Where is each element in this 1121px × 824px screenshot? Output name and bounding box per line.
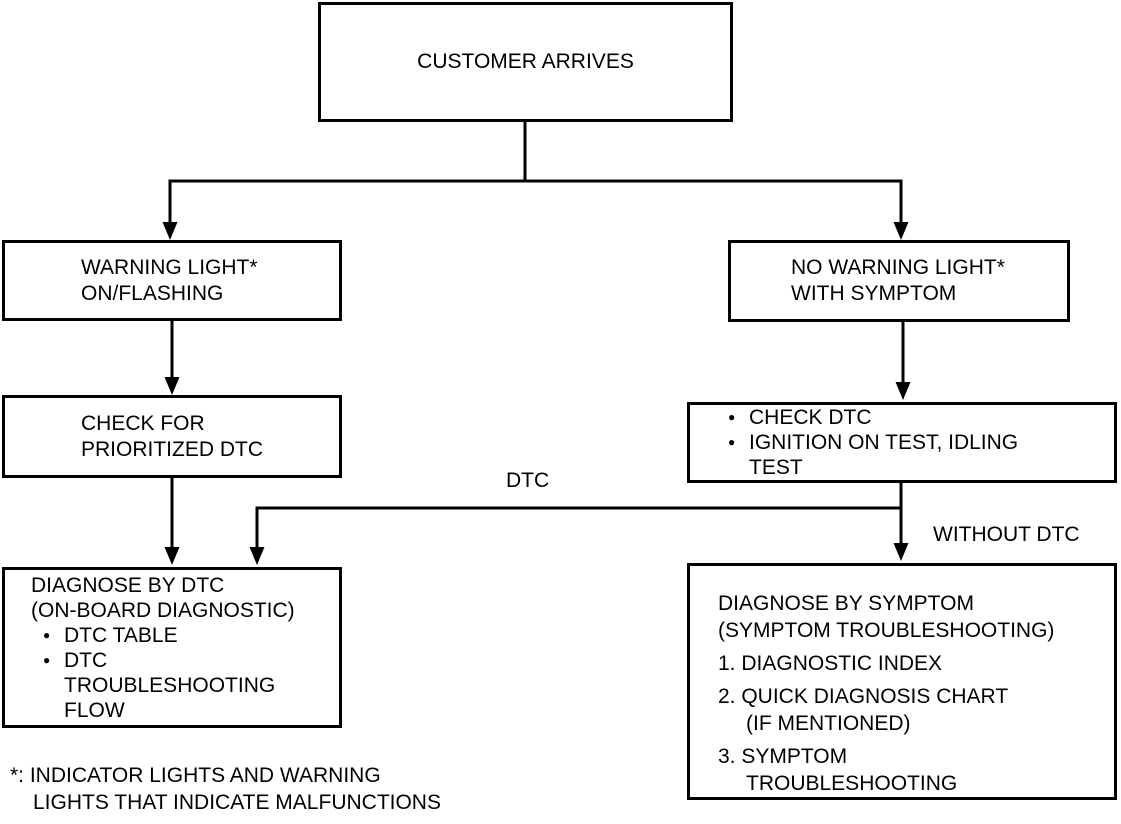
connector-check-to-diagnose-dtc bbox=[164, 478, 180, 565]
list-item: 2. QUICK DIAGNOSIS CHART (IF MENTIONED) bbox=[718, 683, 1110, 737]
list-item: ● IGNITION ON TEST, IDLING TEST bbox=[728, 430, 1114, 480]
numbered-item-text: 3. SYMPTOM bbox=[718, 745, 848, 768]
node-label-line: NO WARNING LIGHT* bbox=[791, 256, 1005, 279]
numbered-item-text: 1. DIAGNOSTIC INDEX bbox=[718, 652, 943, 675]
numbered-item-text: (IF MENTIONED) bbox=[746, 712, 911, 735]
edge-label-dtc: DTC bbox=[506, 469, 550, 492]
connector-branch bbox=[168, 122, 903, 183]
bullet-icon: ● bbox=[43, 653, 51, 667]
node-label-line: WARNING LIGHT* bbox=[81, 255, 258, 279]
node-label-line: WITH SYMPTOM bbox=[791, 282, 957, 305]
connector-without-dtc bbox=[893, 483, 909, 561]
connector-to-warning-light bbox=[162, 180, 178, 240]
node-label-line: ON/FLASHING bbox=[81, 281, 224, 305]
node-diagnose-by-symptom: DIAGNOSE BY SYMPTOM (SYMPTOM TROUBLESHOO… bbox=[687, 563, 1117, 800]
bullet-text: TEST bbox=[749, 456, 803, 479]
bullet-text: FLOW bbox=[64, 699, 125, 722]
footnote-line: LIGHTS THAT INDICATE MALFUNCTIONS bbox=[33, 791, 441, 814]
edge-label-without-dtc: WITHOUT DTC bbox=[933, 523, 1080, 546]
bullet-icon: ● bbox=[728, 410, 736, 424]
bullet-text: IGNITION ON TEST, IDLING bbox=[749, 431, 1019, 454]
connector-to-no-warning-light bbox=[893, 180, 909, 240]
numbered-item-text: TROUBLESHOOTING bbox=[746, 772, 958, 795]
footnote-line: *: INDICATOR LIGHTS AND WARNING bbox=[10, 764, 381, 787]
list-item: ● DTC TABLE bbox=[43, 623, 335, 648]
footnote: *: INDICATOR LIGHTS AND WARNING LIGHTS T… bbox=[10, 762, 441, 816]
connector-warning-to-check bbox=[164, 321, 180, 395]
node-check-prioritized-dtc: CHECK FOR PRIORITIZED DTC bbox=[2, 395, 342, 478]
connector-dtc-path bbox=[249, 506, 901, 565]
node-label-line: DIAGNOSE BY DTC bbox=[31, 574, 225, 597]
node-label-line: (ON-BOARD DIAGNOSTIC) bbox=[31, 599, 295, 622]
list-item: 3. SYMPTOM TROUBLESHOOTING bbox=[718, 743, 1110, 797]
list-item: 1. DIAGNOSTIC INDEX bbox=[718, 650, 1110, 677]
node-label-line: PRIORITIZED DTC bbox=[81, 437, 263, 461]
node-label-line: DIAGNOSE BY SYMPTOM bbox=[718, 592, 974, 615]
node-no-warning-light: NO WARNING LIGHT* WITH SYMPTOM bbox=[728, 240, 1070, 322]
node-warning-light: WARNING LIGHT* ON/FLASHING bbox=[2, 240, 342, 321]
bullet-text: TROUBLESHOOTING bbox=[64, 674, 276, 697]
bullet-icon: ● bbox=[43, 628, 51, 642]
list-item: ● DTC TROUBLESHOOTING FLOW bbox=[43, 648, 335, 723]
bullet-icon: ● bbox=[728, 435, 736, 449]
node-label-line: (SYMPTOM TROUBLESHOOTING) bbox=[718, 619, 1055, 642]
bullet-text: CHECK DTC bbox=[749, 406, 872, 429]
connector-no-warning-to-check-dtc bbox=[895, 322, 911, 400]
numbered-item-text: 2. QUICK DIAGNOSIS CHART bbox=[718, 685, 1009, 708]
list-item: ● CHECK DTC bbox=[728, 405, 1114, 430]
node-label: CUSTOMER ARRIVES bbox=[417, 50, 634, 73]
node-customer-arrives: CUSTOMER ARRIVES bbox=[318, 2, 733, 122]
node-diagnose-by-dtc: DIAGNOSE BY DTC (ON-BOARD DIAGNOSTIC) ● … bbox=[2, 567, 342, 728]
bullet-text: DTC bbox=[64, 649, 108, 672]
node-check-dtc: ● CHECK DTC ● IGNITION ON TEST, IDLING T… bbox=[687, 402, 1117, 483]
node-label-line: CHECK FOR bbox=[81, 411, 205, 435]
bullet-text: DTC TABLE bbox=[64, 624, 178, 647]
